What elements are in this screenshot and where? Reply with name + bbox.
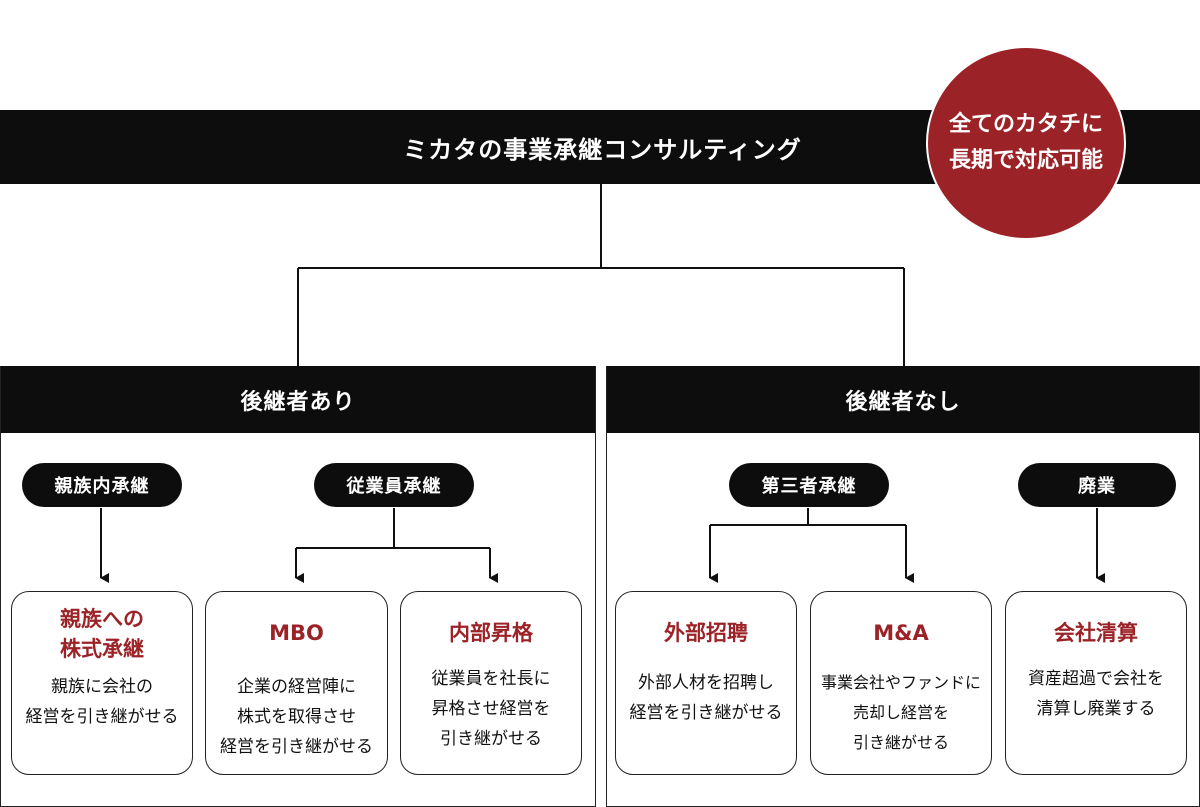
card-desc-line1: 外部人材を招聘し (638, 673, 774, 693)
card-desc-line2: 経営を引き継がせる (25, 707, 179, 727)
card-mbo: MBO 企業の経営陣に 株式を取得させ 経営を引き継がせる (205, 591, 388, 775)
card-title: M&A (873, 621, 929, 645)
card-liquidation: 会社清算 資産超過で会社を 清算し廃業する (1005, 591, 1187, 775)
pill-third-party-succession: 第三者承継 (729, 463, 889, 507)
badge-circle: 全てのカタチに 長期で対応可能 (926, 46, 1126, 240)
card-desc-line1: 親族に会社の (51, 677, 153, 697)
card-external-hire: 外部招聘 外部人材を招聘し 経営を引き継がせる (615, 591, 797, 775)
card-description: 事業会社やファンドに 売却し経営を 引き継がせる (811, 668, 991, 758)
card-desc-line1: 従業員を社長に (431, 669, 551, 689)
card-desc-line3: 引き継がせる (440, 729, 542, 749)
card-desc-line2: 清算し廃業する (1036, 699, 1156, 719)
pill-closure: 廃業 (1018, 463, 1176, 507)
card-desc-line2: 経営を引き継がせる (629, 703, 783, 723)
card-desc-line1: 企業の経営陣に (237, 677, 356, 697)
card-ma: M&A 事業会社やファンドに 売却し経営を 引き継がせる (810, 591, 992, 775)
card-description: 従業員を社長に 昇格させ経営を 引き継がせる (401, 664, 581, 754)
card-desc-line1: 事業会社やファンドに (820, 673, 981, 692)
pill-employee-succession: 従業員承継 (314, 463, 474, 507)
card-desc-line1: 資産超過で会社を (1028, 669, 1164, 689)
panel-title-without-successor: 後継者なし (845, 389, 961, 415)
badge-line2: 長期で対応可能 (948, 148, 1103, 173)
card-desc-line2: 昇格させ経営を (431, 699, 551, 719)
panel-header-without-successor: 後継者なし (607, 366, 1199, 433)
card-description: 資産超過で会社を 清算し廃業する (1006, 664, 1186, 724)
card-description: 外部人材を招聘し 経営を引き継がせる (616, 668, 796, 728)
panel-header-with-successor: 後継者あり (1, 366, 595, 433)
card-internal-promotion: 内部昇格 従業員を社長に 昇格させ経営を 引き継がせる (400, 591, 582, 775)
card-title: 外部招聘 (664, 621, 748, 645)
card-desc-line2: 売却し経営を (852, 703, 949, 722)
pill-family-succession: 親族内承継 (22, 463, 182, 507)
panel-without-successor: 後継者なし (606, 366, 1200, 807)
card-description: 企業の経営陣に 株式を取得させ 経営を引き継がせる (206, 672, 387, 762)
card-title-line1: 親族への (60, 607, 144, 631)
card-description: 親族に会社の 経営を引き継がせる (12, 672, 192, 732)
pill-third-party-label: 第三者承継 (761, 476, 857, 497)
pill-closure-label: 廃業 (1078, 476, 1116, 497)
card-desc-line2: 株式を取得させ (237, 707, 356, 727)
panel-title-with-successor: 後継者あり (240, 389, 356, 415)
card-title: MBO (269, 621, 324, 645)
card-title: 会社清算 (1054, 621, 1138, 645)
card-desc-line3: 引き継がせる (852, 733, 949, 752)
card-title-line2: 株式承継 (60, 637, 144, 661)
card-title: 内部昇格 (449, 621, 533, 645)
card-family-stock-succession: 親族への 株式承継 親族に会社の 経営を引き継がせる (11, 591, 193, 775)
panel-with-successor: 後継者あり (0, 366, 596, 807)
badge-line1: 全てのカタチに (948, 112, 1103, 137)
pill-family-label: 親族内承継 (54, 476, 150, 497)
pill-employee-label: 従業員承継 (346, 476, 442, 497)
main-title: ミカタの事業承継コンサルティング (403, 135, 802, 164)
card-desc-line3: 経営を引き継がせる (220, 737, 373, 757)
card-title: 親族への 株式承継 (12, 604, 192, 664)
